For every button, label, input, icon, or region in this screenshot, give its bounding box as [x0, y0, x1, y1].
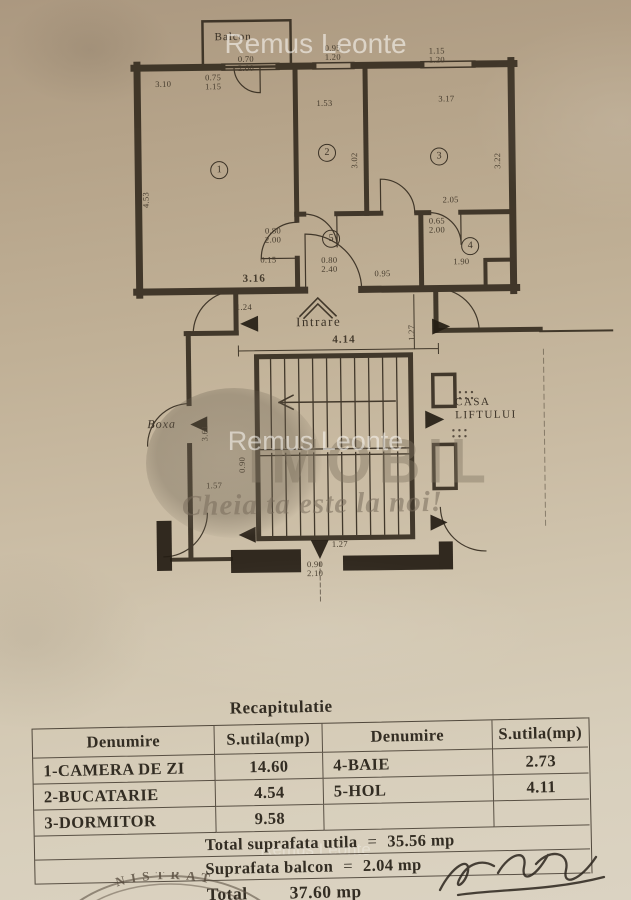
dimension-label: 3.61	[199, 425, 210, 442]
dimension-label: 3.16	[242, 272, 266, 285]
dimension-label: 0.70 2.00	[237, 53, 255, 73]
total-label: Total suprafata utila	[204, 832, 358, 855]
dimension-label: 1.24	[235, 301, 253, 312]
dimension-label: 0.15	[260, 254, 277, 265]
dimension-label: 0.95	[374, 268, 391, 279]
room-name-cell: 2-BUCATARIE	[33, 780, 217, 811]
dimension-label: 0.95 1.20	[324, 42, 341, 62]
room-number-5: 5	[321, 229, 341, 248]
dimension-label: 4.53	[140, 191, 151, 209]
room-number-4: 4	[461, 236, 480, 256]
dimension-label: 1.90	[453, 256, 470, 267]
table-header-cell: Denumire	[322, 720, 494, 753]
signature	[438, 852, 606, 897]
room-number-2: 2	[317, 143, 337, 162]
dimension-label: 2.05	[442, 194, 459, 205]
area-value-cell: 4.11	[493, 773, 590, 802]
dimension-label: 1.57	[206, 480, 223, 491]
storage-label: Boxa	[147, 416, 177, 432]
area-value-cell: 4.54	[215, 778, 325, 807]
dimension-label: 0.90	[236, 456, 247, 473]
dimension-label: 0.90 2.10	[306, 558, 324, 579]
dimension-label: 1.27	[406, 324, 417, 341]
dimension-label: 0.75 1.15	[204, 72, 222, 92]
equals-sign: =	[343, 856, 354, 876]
floor-plan-drawing	[130, 19, 614, 603]
room-name-cell: 1-CAMERA DE ZI	[33, 754, 216, 785]
dimension-label: 0.65 2.00	[428, 215, 446, 235]
area-value-cell: 14.60	[215, 752, 324, 781]
area-value-cell: 2.73	[493, 747, 589, 776]
dimension-label: 3.22	[492, 152, 503, 169]
elevator-label: CASA LIFTULUI	[454, 395, 517, 422]
room-number-1: 1	[210, 161, 229, 180]
area-value-cell: 9.58	[216, 804, 325, 833]
dimension-label: 3.17	[438, 93, 455, 104]
balcony-label: Balcon	[214, 30, 252, 44]
room-name-cell: 5-HOL	[323, 775, 495, 805]
summary-title: Recapitulatie	[229, 696, 333, 718]
empty-cell	[324, 801, 495, 831]
round-stamp: NISTRAT	[79, 872, 261, 900]
table-header-cell: S.utila(mp)	[214, 723, 324, 755]
dimension-label: 4.14	[332, 333, 356, 346]
empty-cell	[494, 799, 590, 828]
dimension-label: 0.80 2.00	[264, 225, 282, 245]
room-name-cell: 4-BAIE	[323, 749, 494, 779]
floor-plan: Balcon Intrare Boxa CASA LIFTULUI 1 2 3 …	[130, 19, 614, 603]
table-header-cell: Denumire	[32, 725, 216, 759]
table-header-cell: S.utila(mp)	[492, 718, 589, 750]
dimension-label: 1.53	[316, 97, 333, 108]
dimension-label: 0.80 2.40	[321, 254, 338, 274]
total-value: 2.04 mp	[362, 854, 422, 875]
room-name-cell: 3-DORMITOR	[34, 806, 217, 837]
dimension-label: 3.10	[155, 78, 172, 89]
dimension-label: 3.02	[349, 152, 360, 169]
dimension-label: 1.27	[331, 538, 348, 549]
room-number-3: 3	[429, 147, 449, 166]
entrance-label: Intrare	[295, 313, 342, 330]
dimension-label: 1.15 1.20	[428, 45, 445, 65]
equals-sign: =	[367, 831, 378, 851]
